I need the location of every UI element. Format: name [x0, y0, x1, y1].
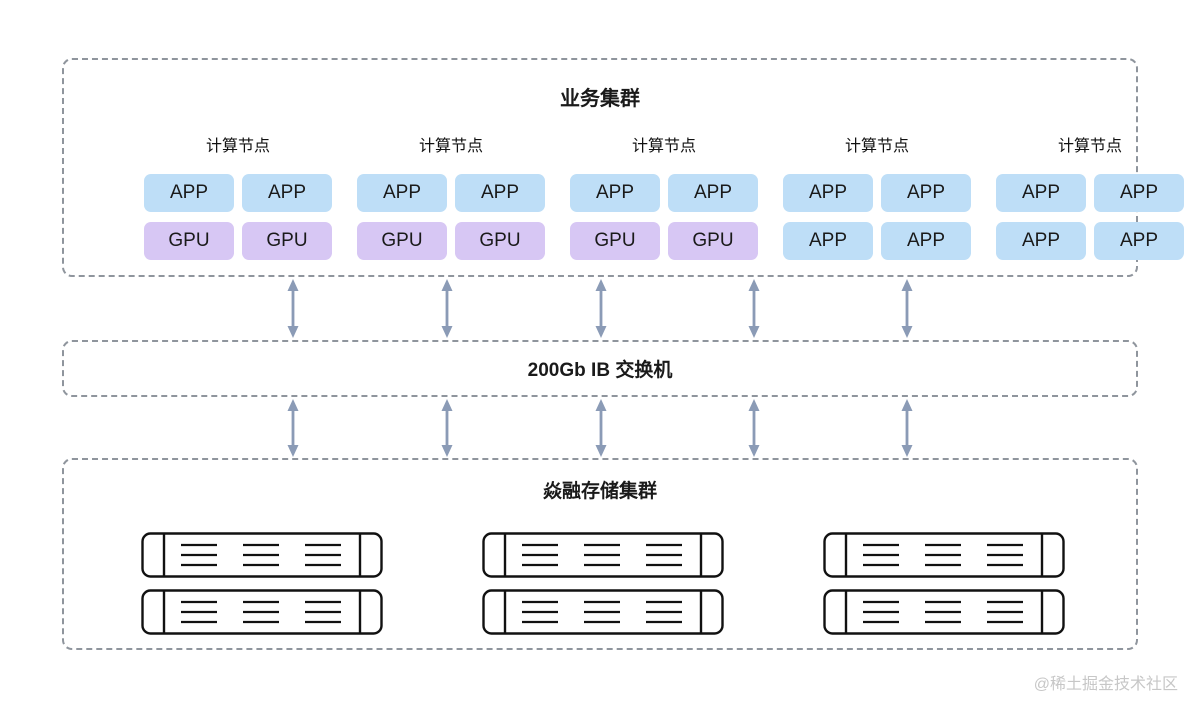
chip-row: GPU GPU — [570, 222, 758, 260]
bidirectional-arrow-icon — [748, 279, 760, 338]
compute-node-group: 计算节点 APP APP GPU GPU — [357, 137, 545, 270]
app-chip: APP — [881, 222, 971, 260]
bidirectional-arrow-icon — [748, 399, 760, 457]
app-chip: APP — [783, 174, 873, 212]
bidirectional-arrow-icon — [441, 279, 453, 338]
chip-row: APP APP — [783, 222, 971, 260]
bidirectional-arrow-icon — [287, 279, 299, 338]
chip-row: APP APP — [783, 174, 971, 212]
gpu-chip: GPU — [570, 222, 660, 260]
compute-node-label: 计算节点 — [844, 138, 909, 155]
watermark: @稀土掘金技术社区 — [1033, 676, 1178, 693]
storage-server-icon — [823, 589, 1065, 635]
app-chip: APP — [996, 174, 1086, 212]
compute-node-group: 计算节点 APP APP GPU GPU — [144, 137, 332, 270]
chip-row: APP APP — [570, 174, 758, 212]
storage-server-column — [482, 532, 724, 635]
storage-cluster-box: 焱融存储集群 — [62, 458, 1138, 650]
app-chip: APP — [570, 174, 660, 212]
bidirectional-arrow-icon — [441, 399, 453, 457]
app-chip: APP — [996, 222, 1086, 260]
chip-row: APP APP — [357, 174, 545, 212]
bidirectional-arrow-icon — [595, 399, 607, 457]
compute-node-label: 计算节点 — [1057, 138, 1122, 155]
business-cluster-title: 业务集群 — [560, 88, 640, 110]
compute-node-label: 计算节点 — [631, 138, 696, 155]
app-chip: APP — [242, 174, 332, 212]
chip-row: APP APP — [144, 174, 332, 212]
gpu-chip: GPU — [668, 222, 758, 260]
bidirectional-arrow-icon — [287, 399, 299, 457]
chip-row: GPU GPU — [144, 222, 332, 260]
compute-node-group: 计算节点 APP APP GPU GPU — [570, 137, 758, 270]
storage-server-icon — [482, 589, 724, 635]
app-chip: APP — [668, 174, 758, 212]
storage-cluster-title: 焱融存储集群 — [542, 481, 657, 502]
gpu-chip: GPU — [242, 222, 332, 260]
compute-node-label: 计算节点 — [418, 138, 483, 155]
business-cluster-box: 业务集群 计算节点 APP APP GPU GPU 计算节点 APP APP G… — [62, 58, 1184, 277]
app-chip: APP — [881, 174, 971, 212]
storage-server-icon — [482, 532, 724, 578]
compute-node-group: 计算节点 APP APP APP APP — [996, 137, 1184, 270]
app-chip: APP — [357, 174, 447, 212]
compute-node-group: 计算节点 APP APP APP APP — [783, 137, 971, 270]
storage-server-icon — [141, 532, 383, 578]
app-chip: APP — [1094, 174, 1184, 212]
app-chip: APP — [144, 174, 234, 212]
storage-server-column — [141, 532, 383, 635]
bidirectional-arrow-icon — [901, 399, 913, 457]
storage-server-icon — [141, 589, 383, 635]
storage-server-column — [823, 532, 1065, 635]
gpu-chip: GPU — [455, 222, 545, 260]
gpu-chip: GPU — [144, 222, 234, 260]
storage-server-icon — [823, 532, 1065, 578]
app-chip: APP — [1094, 222, 1184, 260]
ib-switch-label: 200Gb IB 交换机 — [527, 360, 673, 381]
chip-row: APP APP — [996, 222, 1184, 260]
bidirectional-arrow-icon — [901, 279, 913, 338]
app-chip: APP — [455, 174, 545, 212]
chip-row: APP APP — [996, 174, 1184, 212]
chip-row: GPU GPU — [357, 222, 545, 260]
app-chip: APP — [783, 222, 873, 260]
bidirectional-arrow-icon — [595, 279, 607, 338]
compute-node-label: 计算节点 — [205, 138, 270, 155]
gpu-chip: GPU — [357, 222, 447, 260]
ib-switch-box: 200Gb IB 交换机 — [62, 340, 1138, 397]
